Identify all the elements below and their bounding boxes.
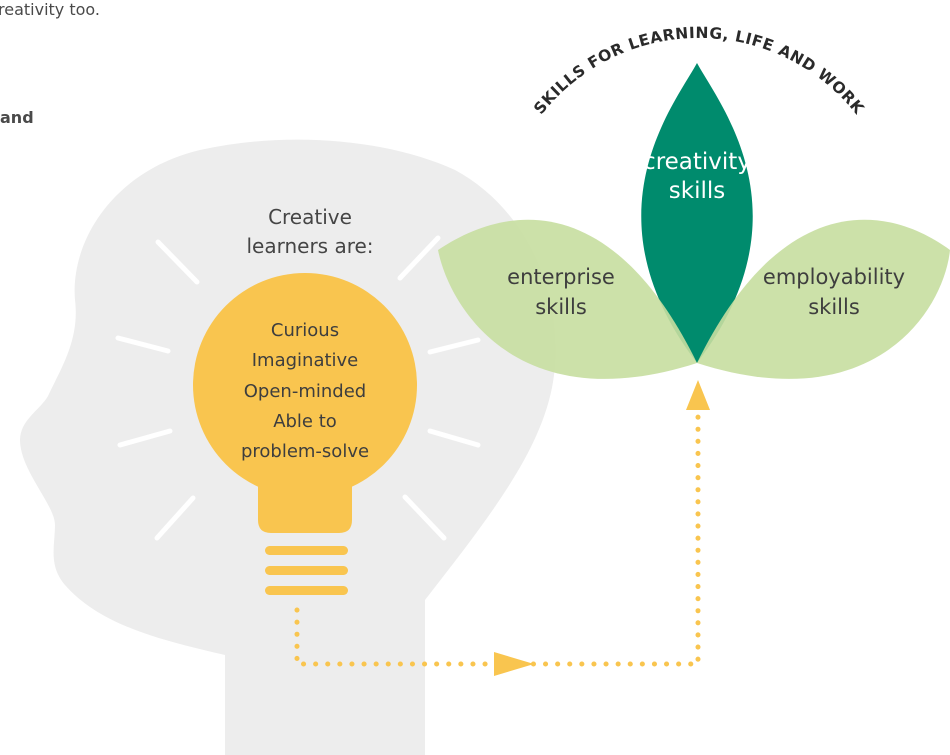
light-bulb <box>193 273 417 595</box>
ray-2 <box>115 335 171 354</box>
ray-1 <box>155 239 200 285</box>
leaf-left-label-2: skills <box>535 295 587 319</box>
light-rays <box>115 235 481 541</box>
dotted-arrow <box>294 380 710 676</box>
trait-open-minded: Open-minded <box>244 381 366 402</box>
ray-8 <box>402 494 447 541</box>
leaf-right-employability <box>697 219 950 379</box>
skills-leaves <box>438 63 950 379</box>
ray-6 <box>427 337 481 355</box>
leaf-center-label-2: skills <box>669 178 725 204</box>
arrow-up-head <box>686 380 710 410</box>
leaf-right-label-1: employability <box>763 265 905 289</box>
trait-problem-solve: problem-solve <box>241 441 369 462</box>
trait-curious: Curious <box>271 320 339 341</box>
leaf-right-label-2: skills <box>808 295 860 319</box>
cropped-intro-text: reativity too. <box>0 0 100 19</box>
leaf-left-label-1: enterprise <box>507 265 615 289</box>
bulb-neck <box>258 478 352 533</box>
arrow-right-head <box>494 652 534 676</box>
cropped-bold-text: and <box>0 108 34 127</box>
bulb-base-line-3 <box>265 586 348 595</box>
ray-4 <box>154 495 196 541</box>
bulb-globe <box>193 273 417 497</box>
trait-able-to: Able to <box>273 411 337 432</box>
leaf-left-enterprise <box>438 219 697 379</box>
heading-line-1: Creative <box>268 205 352 229</box>
trait-imaginative: Imaginative <box>252 350 359 371</box>
ray-5 <box>397 235 441 281</box>
ray-3 <box>117 428 173 448</box>
bulb-base-line-2 <box>265 566 348 575</box>
leaf-center-label-1: creativity <box>643 149 751 175</box>
heading-line-2: learners are: <box>246 234 373 258</box>
leaf-center-creativity <box>641 63 753 363</box>
ray-7 <box>427 428 481 448</box>
bulb-base-line-1 <box>265 546 348 555</box>
